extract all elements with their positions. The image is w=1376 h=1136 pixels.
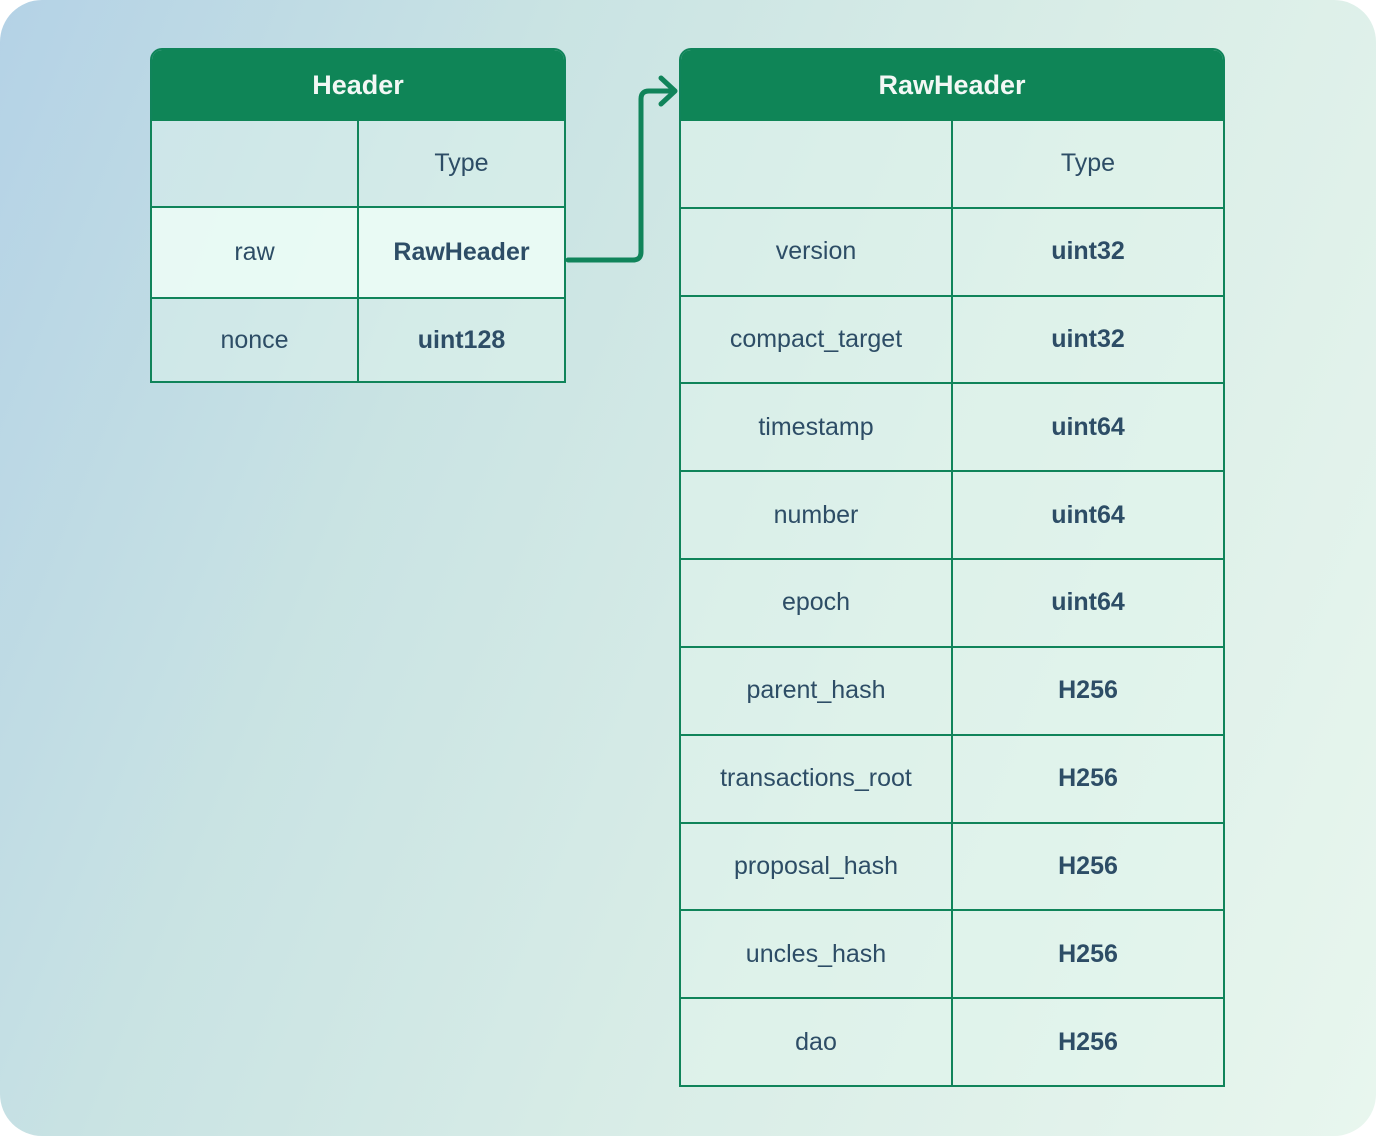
field-cell: timestamp <box>681 384 951 471</box>
type-cell: RawHeader <box>357 208 564 297</box>
field-cell: uncles_hash <box>681 911 951 998</box>
arrow-head-icon <box>658 75 678 107</box>
table-row-raw: raw RawHeader <box>152 206 564 297</box>
header-table-column-row: Type <box>152 121 564 206</box>
field-cell: version <box>681 208 951 295</box>
field-cell: parent_hash <box>681 647 951 734</box>
header-table: Header Type raw RawHeader nonce uint128 <box>150 48 566 383</box>
header-table-title: Header <box>152 50 564 121</box>
type-cell: H256 <box>951 647 1223 734</box>
field-cell: transactions_root <box>681 735 951 822</box>
type-cell: H256 <box>951 911 1223 998</box>
table-row-transactions-root: transactions_root H256 <box>681 733 1223 822</box>
type-cell: uint128 <box>357 299 564 381</box>
rawheader-table-title: RawHeader <box>681 50 1223 121</box>
rawheader-table-column-row: Type <box>681 121 1223 207</box>
table-row-epoch: epoch uint64 <box>681 558 1223 646</box>
type-cell: uint32 <box>951 296 1223 383</box>
table-row-dao: dao H256 <box>681 997 1223 1085</box>
type-cell: uint32 <box>951 208 1223 295</box>
table-row-timestamp: timestamp uint64 <box>681 382 1223 471</box>
table-row-number: number uint64 <box>681 470 1223 559</box>
field-cell: dao <box>681 999 951 1085</box>
table-row-version: version uint32 <box>681 206 1223 295</box>
type-column-header: Type <box>357 121 564 206</box>
table-row-compact-target: compact_target uint32 <box>681 294 1223 383</box>
type-cell: H256 <box>951 735 1223 822</box>
type-cell: H256 <box>951 999 1223 1085</box>
field-column-header <box>152 121 357 206</box>
arrow-line <box>565 88 674 263</box>
field-cell: proposal_hash <box>681 823 951 910</box>
field-column-header <box>681 121 951 207</box>
field-cell: nonce <box>152 299 357 381</box>
table-row-parent-hash: parent_hash H256 <box>681 645 1223 734</box>
type-column-header: Type <box>951 121 1223 207</box>
type-cell: uint64 <box>951 560 1223 646</box>
field-cell: number <box>681 472 951 559</box>
field-cell: raw <box>152 208 357 297</box>
table-row-nonce: nonce uint128 <box>152 297 564 381</box>
table-row-proposal-hash: proposal_hash H256 <box>681 821 1223 910</box>
type-cell: uint64 <box>951 472 1223 559</box>
type-cell: uint64 <box>951 384 1223 471</box>
field-cell: compact_target <box>681 296 951 383</box>
field-cell: epoch <box>681 560 951 646</box>
table-row-uncles-hash: uncles_hash H256 <box>681 909 1223 998</box>
rawheader-table: RawHeader Type version uint32 compact_ta… <box>679 48 1225 1087</box>
type-cell: H256 <box>951 823 1223 910</box>
